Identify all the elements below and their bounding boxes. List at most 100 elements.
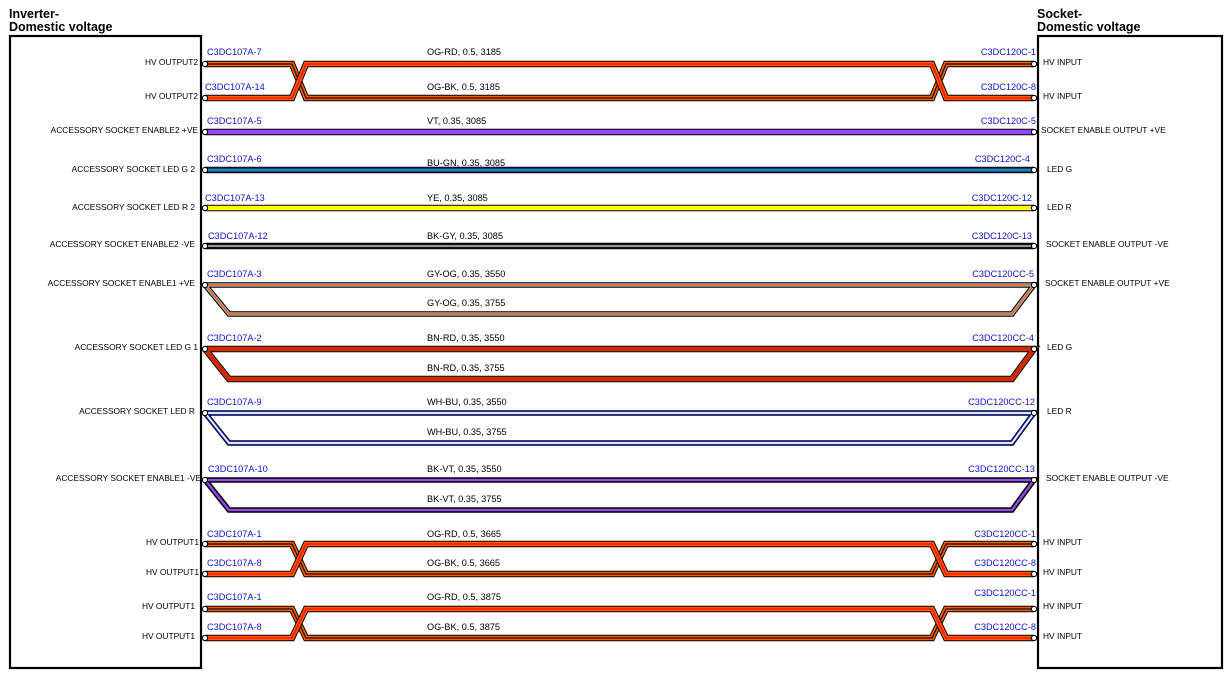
wire-w2-stripe bbox=[205, 63, 1034, 99]
wire-w8-insulation bbox=[203, 346, 1039, 382]
right-connector-label: C3DC120C-13 bbox=[972, 231, 1032, 241]
wire-w13-outline bbox=[205, 605, 1034, 642]
left-connector-label: C3DC107A-6 bbox=[207, 154, 262, 164]
right-pin-label: SOCKET ENABLE OUTPUT -VE bbox=[1046, 473, 1169, 483]
terminal-pin bbox=[201, 409, 209, 417]
wire-w13-insulation bbox=[205, 606, 1034, 641]
wire-spec-label: BK-VT, 0.35, 3550 bbox=[427, 464, 502, 474]
wire-w1-stripe bbox=[205, 63, 1034, 99]
left-connector-label: C3DC107A-9 bbox=[207, 397, 262, 407]
wire-w1-insulation bbox=[205, 61, 1034, 101]
right-pin-label: SOCKET ENABLE OUTPUT +VE bbox=[1045, 278, 1170, 288]
right-connector-label: C3DC120CC-1 bbox=[974, 588, 1036, 598]
right-connector-label: C3DC120C-1 bbox=[981, 47, 1036, 57]
left-pin-label: ACCESSORY SOCKET LED R 2 bbox=[72, 202, 195, 212]
inverter-box bbox=[8, 34, 203, 670]
wire-w11-outline bbox=[205, 540, 1034, 578]
wire-group-enable2-neg: ACCESSORY SOCKET ENABLE2 -VE SOCKET ENAB… bbox=[50, 231, 1169, 249]
right-pin-label: HV INPUT bbox=[1043, 601, 1082, 611]
wire-spec-label: BK-GY, 0.35, 3085 bbox=[427, 231, 503, 241]
left-pin-label: HV OUTPUT2 bbox=[145, 57, 198, 67]
wire-spec-label-return: GY-OG, 0.35, 3755 bbox=[427, 298, 505, 308]
right-pin-label: LED R bbox=[1047, 406, 1072, 416]
wire-w2-insulation bbox=[205, 61, 1034, 101]
wire-spec-label: OG-RD, 0.5, 3875 bbox=[427, 592, 501, 602]
wire-w7-stripe bbox=[204, 284, 1036, 315]
wire-w9-outline bbox=[202, 410, 1040, 446]
wire-w1-outline bbox=[205, 60, 1034, 102]
wires-layer bbox=[202, 60, 1041, 642]
left-connector-label: C3DC107A-7 bbox=[207, 47, 262, 57]
right-pin-label: LED G bbox=[1047, 164, 1072, 174]
wire-w7-outline bbox=[202, 282, 1040, 317]
wire-w9-insulation bbox=[203, 411, 1038, 445]
terminal-pin bbox=[1030, 60, 1038, 68]
terminal-pin bbox=[1030, 540, 1038, 548]
left-connector-label: C3DC107A-2 bbox=[207, 333, 262, 343]
left-pin-label: ACCESSORY SOCKET ENABLE1 +VE bbox=[48, 278, 196, 288]
right-pin-label: HV INPUT bbox=[1043, 537, 1082, 547]
terminal-pin bbox=[201, 60, 209, 68]
terminal-pin bbox=[201, 605, 209, 613]
terminal-pin bbox=[1030, 605, 1038, 613]
wire-w14-stripe bbox=[205, 608, 1034, 639]
right-pin-label: HV INPUT bbox=[1043, 567, 1082, 577]
inverter-title-line2: Domestic voltage bbox=[9, 20, 113, 34]
terminal-pin bbox=[201, 94, 209, 102]
wire-w12-stripe bbox=[205, 543, 1034, 575]
wire-w12-outline bbox=[205, 540, 1034, 578]
left-pin-label: ACCESSORY SOCKET LED G 1 bbox=[75, 342, 199, 352]
left-pin-label: ACCESSORY SOCKET LED R bbox=[79, 406, 195, 416]
terminal-pin bbox=[201, 634, 209, 642]
terminal-pin bbox=[201, 128, 209, 136]
right-pin-label: HV INPUT bbox=[1043, 57, 1082, 67]
wire-spec-label: YE, 0.35, 3085 bbox=[427, 193, 488, 203]
terminal-pin bbox=[1030, 409, 1038, 417]
terminal-pin bbox=[1030, 94, 1038, 102]
wire-spec-label: OG-BK, 0.5, 3665 bbox=[427, 558, 500, 568]
wire-group-enable1-pos: ACCESSORY SOCKET ENABLE1 +VE SOCKET ENAB… bbox=[48, 269, 1170, 308]
terminal-pin bbox=[1030, 128, 1038, 136]
wire-spec-label-return: WH-BU, 0.35, 3755 bbox=[427, 427, 507, 437]
wire-w11-stripe bbox=[205, 543, 1034, 575]
wire-group-enable1-neg: ACCESSORY SOCKET ENABLE1 -VE SOCKET ENAB… bbox=[56, 464, 1169, 504]
wire-group-led-r2: ACCESSORY SOCKET LED R 2 LED R C3DC107A-… bbox=[72, 193, 1072, 212]
wire-group-hv-output1-a: HV OUTPUT1 HV OUTPUT1 HV INPUT HV INPUT … bbox=[146, 529, 1082, 577]
terminal-pin bbox=[1030, 281, 1038, 289]
right-connector-label: C3DC120C-5 bbox=[981, 116, 1036, 126]
left-pin-label: HV OUTPUT1 bbox=[146, 567, 199, 577]
left-connector-label: C3DC107A-12 bbox=[208, 231, 268, 241]
terminal-pin bbox=[201, 345, 209, 353]
wire-spec-label: WH-BU, 0.35, 3550 bbox=[427, 397, 507, 407]
left-pin-label: ACCESSORY SOCKET ENABLE1 -VE bbox=[56, 473, 202, 483]
wire-w10-insulation bbox=[203, 478, 1038, 512]
terminal-pin bbox=[1030, 166, 1038, 174]
wire-spec-label-return: BK-VT, 0.35, 3755 bbox=[427, 494, 502, 504]
left-pin-label: HV OUTPUT2 bbox=[145, 91, 198, 101]
right-pin-label: SOCKET ENABLE OUTPUT +VE bbox=[1041, 125, 1166, 135]
wire-spec-label: BN-RD, 0.35, 3550 bbox=[427, 333, 505, 343]
wire-w10-outline bbox=[202, 477, 1040, 513]
terminal-pin bbox=[201, 204, 209, 212]
right-connector-label: C3DC120C-12 bbox=[972, 193, 1032, 203]
terminal-pin bbox=[201, 476, 209, 484]
terminal-pin bbox=[1030, 570, 1038, 578]
right-connector-label: C3DC120C-4 bbox=[975, 154, 1030, 164]
wire-spec-label: OG-RD, 0.5, 3665 bbox=[427, 529, 501, 539]
left-connector-label: C3DC107A-13 bbox=[205, 193, 265, 203]
right-pin-label: SOCKET ENABLE OUTPUT -VE bbox=[1046, 239, 1169, 249]
left-pin-label: ACCESSORY SOCKET ENABLE2 -VE bbox=[50, 239, 196, 249]
left-connector-label: C3DC107A-10 bbox=[208, 464, 268, 474]
wire-spec-label: VT, 0.35, 3085 bbox=[427, 116, 486, 126]
left-pin-label: HV OUTPUT1 bbox=[142, 631, 195, 641]
terminal-pin bbox=[201, 281, 209, 289]
wire-w10-stripe bbox=[204, 478, 1037, 512]
left-connector-label: C3DC107A-1 bbox=[207, 529, 262, 539]
inverter-title-line1: Inverter- bbox=[9, 7, 59, 21]
terminal-pin bbox=[1030, 242, 1038, 250]
right-pin-label: LED R bbox=[1047, 202, 1072, 212]
left-connector-label: C3DC107A-14 bbox=[205, 82, 265, 92]
right-connector-label: C3DC120CC-4 bbox=[972, 333, 1034, 343]
terminal-pin bbox=[1030, 634, 1038, 642]
